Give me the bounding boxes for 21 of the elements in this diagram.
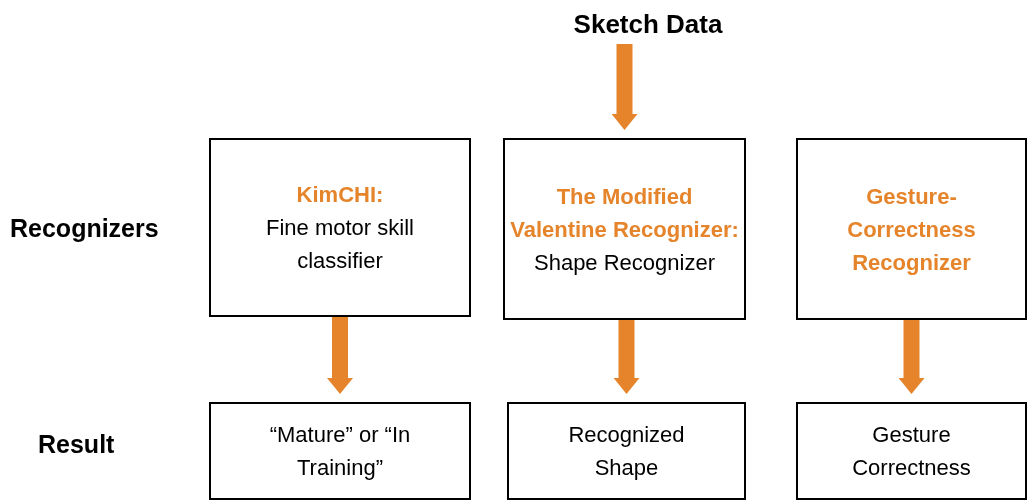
process-box	[796, 138, 1027, 320]
row-label: Recognizers	[10, 214, 159, 243]
title-text: Sketch Data	[573, 8, 723, 40]
heading-text: Gesture-Correctness Recognizer	[846, 182, 977, 277]
heading-text: KimCHI:	[296, 181, 384, 209]
process-box	[796, 402, 1027, 500]
heading-text: The Modified Valentine Recognizer:	[509, 182, 740, 244]
row-label: Result	[38, 430, 115, 459]
process-box	[503, 138, 746, 320]
body-text: Shape Recognizer	[534, 248, 715, 277]
arrow	[611, 44, 638, 131]
arrow	[898, 320, 925, 395]
process-box	[209, 138, 471, 317]
process-box	[209, 402, 471, 500]
body-text: Fine motor skill classifier	[265, 214, 415, 275]
arrow	[613, 320, 640, 395]
body-text: Recognized Shape	[567, 421, 686, 482]
process-box	[507, 402, 746, 500]
body-text: Gesture Correctness	[851, 421, 972, 482]
arrow	[327, 317, 353, 395]
body-text: “Mature” or “In Training”	[268, 421, 412, 482]
